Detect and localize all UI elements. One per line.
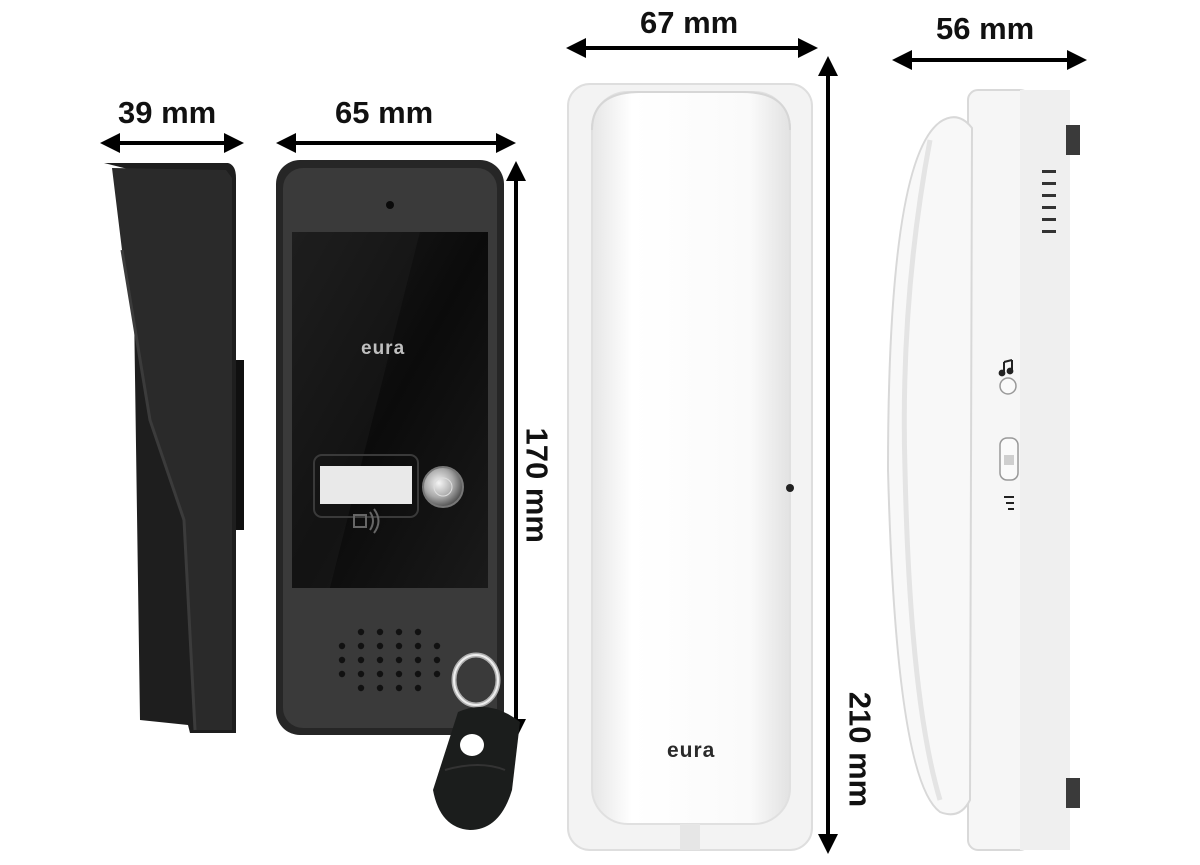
handset-brand-logo: eura bbox=[667, 739, 716, 762]
grille-hole bbox=[395, 628, 403, 636]
grille-hole bbox=[433, 670, 441, 678]
indoor-handset-front-view bbox=[567, 83, 813, 851]
grille-hole bbox=[376, 628, 384, 636]
grille-hole bbox=[376, 684, 384, 692]
indicator-led bbox=[786, 484, 794, 492]
indoor-handset-side-view bbox=[886, 89, 1080, 851]
ringtone-button bbox=[999, 377, 1017, 395]
rfid-keyfob bbox=[433, 652, 520, 830]
grille-hole bbox=[357, 670, 365, 678]
grille-hole bbox=[395, 642, 403, 650]
grille-hole bbox=[414, 656, 422, 664]
grille-hole bbox=[433, 656, 441, 664]
grille-hole bbox=[376, 670, 384, 678]
dim-label-handset-width: 67 mm bbox=[640, 5, 739, 40]
rfid-reader-icon bbox=[353, 508, 380, 534]
name-tag-window bbox=[320, 466, 412, 504]
grille-hole bbox=[414, 628, 422, 636]
grille-hole bbox=[395, 670, 403, 678]
music-note-icon bbox=[998, 359, 1014, 377]
grille-hole bbox=[357, 642, 365, 650]
grille-hole bbox=[414, 684, 422, 692]
vent-slots bbox=[1042, 170, 1056, 233]
dim-label-handset-height: 210 mm bbox=[842, 691, 878, 808]
dim-label-panel-height: 170 mm bbox=[519, 427, 555, 543]
grille-hole bbox=[357, 684, 365, 692]
dim-label-panel-width: 65 mm bbox=[335, 95, 434, 130]
grille-hole bbox=[357, 628, 365, 636]
grille-hole bbox=[433, 642, 441, 650]
dim-label-side-depth: 39 mm bbox=[118, 95, 217, 130]
camera-lens bbox=[386, 201, 394, 209]
grille-hole bbox=[376, 656, 384, 664]
grille-hole bbox=[338, 670, 346, 678]
grille-hole bbox=[357, 656, 365, 664]
grille-hole bbox=[376, 642, 384, 650]
grille-hole bbox=[395, 656, 403, 664]
grille-hole bbox=[414, 670, 422, 678]
speaker-grille bbox=[338, 628, 441, 692]
grille-hole bbox=[338, 656, 346, 664]
panel-brand-logo: eura bbox=[361, 338, 406, 359]
call-button bbox=[422, 466, 464, 508]
grille-hole bbox=[338, 642, 346, 650]
dim-label-handset-depth: 56 mm bbox=[936, 11, 1035, 46]
grille-hole bbox=[414, 642, 422, 650]
grille-hole bbox=[395, 684, 403, 692]
outdoor-panel-side-view bbox=[104, 163, 244, 733]
volume-bars-icon bbox=[1004, 496, 1014, 510]
outdoor-panel-front-view bbox=[276, 160, 504, 735]
